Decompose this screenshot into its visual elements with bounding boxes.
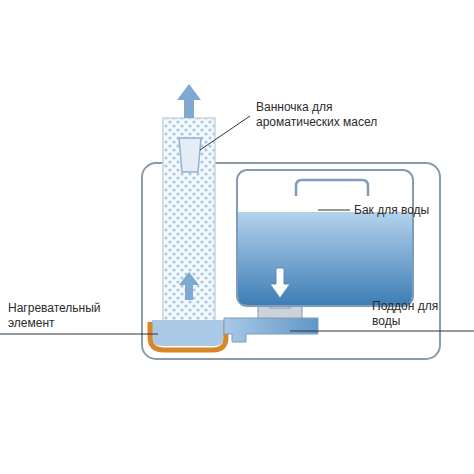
callout-label: Поддон для воды bbox=[372, 299, 464, 329]
tank-water bbox=[238, 212, 412, 305]
leader-line bbox=[290, 331, 474, 332]
steam-arrow bbox=[177, 84, 201, 118]
water-tank bbox=[237, 170, 413, 306]
heater-water bbox=[152, 320, 224, 346]
callout-label: Нагревательный элемент bbox=[8, 301, 120, 331]
steam-chimney bbox=[163, 118, 215, 323]
steam-arrow bbox=[179, 272, 199, 300]
oil-tray bbox=[179, 138, 201, 172]
tank-handle bbox=[296, 180, 368, 196]
callout-label: Ванночка для ароматических масел bbox=[256, 100, 406, 130]
leader-line bbox=[200, 116, 250, 150]
leader-line bbox=[0, 334, 158, 335]
heating-element bbox=[150, 322, 226, 350]
flow-arrow bbox=[270, 268, 290, 298]
water-tray bbox=[224, 318, 318, 342]
leader-line bbox=[318, 210, 350, 211]
callout-label: Бак для воды bbox=[354, 203, 438, 218]
